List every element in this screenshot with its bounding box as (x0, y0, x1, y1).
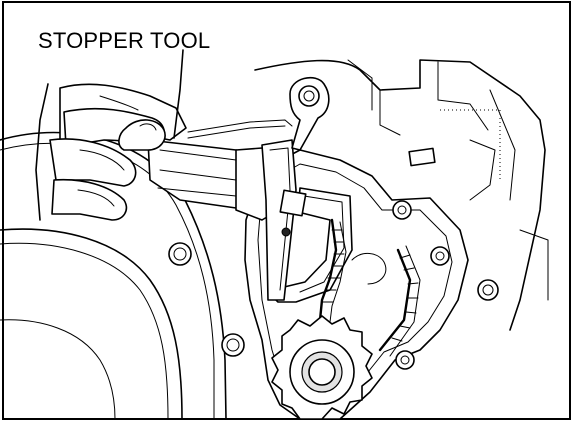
engine-case-outline (254, 59, 549, 331)
crank-sprocket (271, 315, 373, 420)
callout-leader-line (173, 49, 184, 139)
cam-chain-and-slider (269, 187, 421, 357)
stopper-tool-label: STOPPER TOOL (38, 28, 211, 53)
hand-holding-tool (35, 83, 187, 221)
stopper-tool (147, 76, 330, 301)
